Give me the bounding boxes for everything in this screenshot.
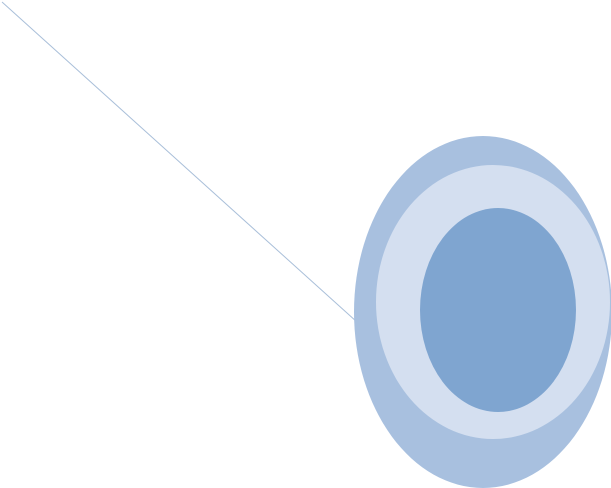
inner-ellipse <box>420 208 576 412</box>
diagonal-line <box>1 1 358 323</box>
